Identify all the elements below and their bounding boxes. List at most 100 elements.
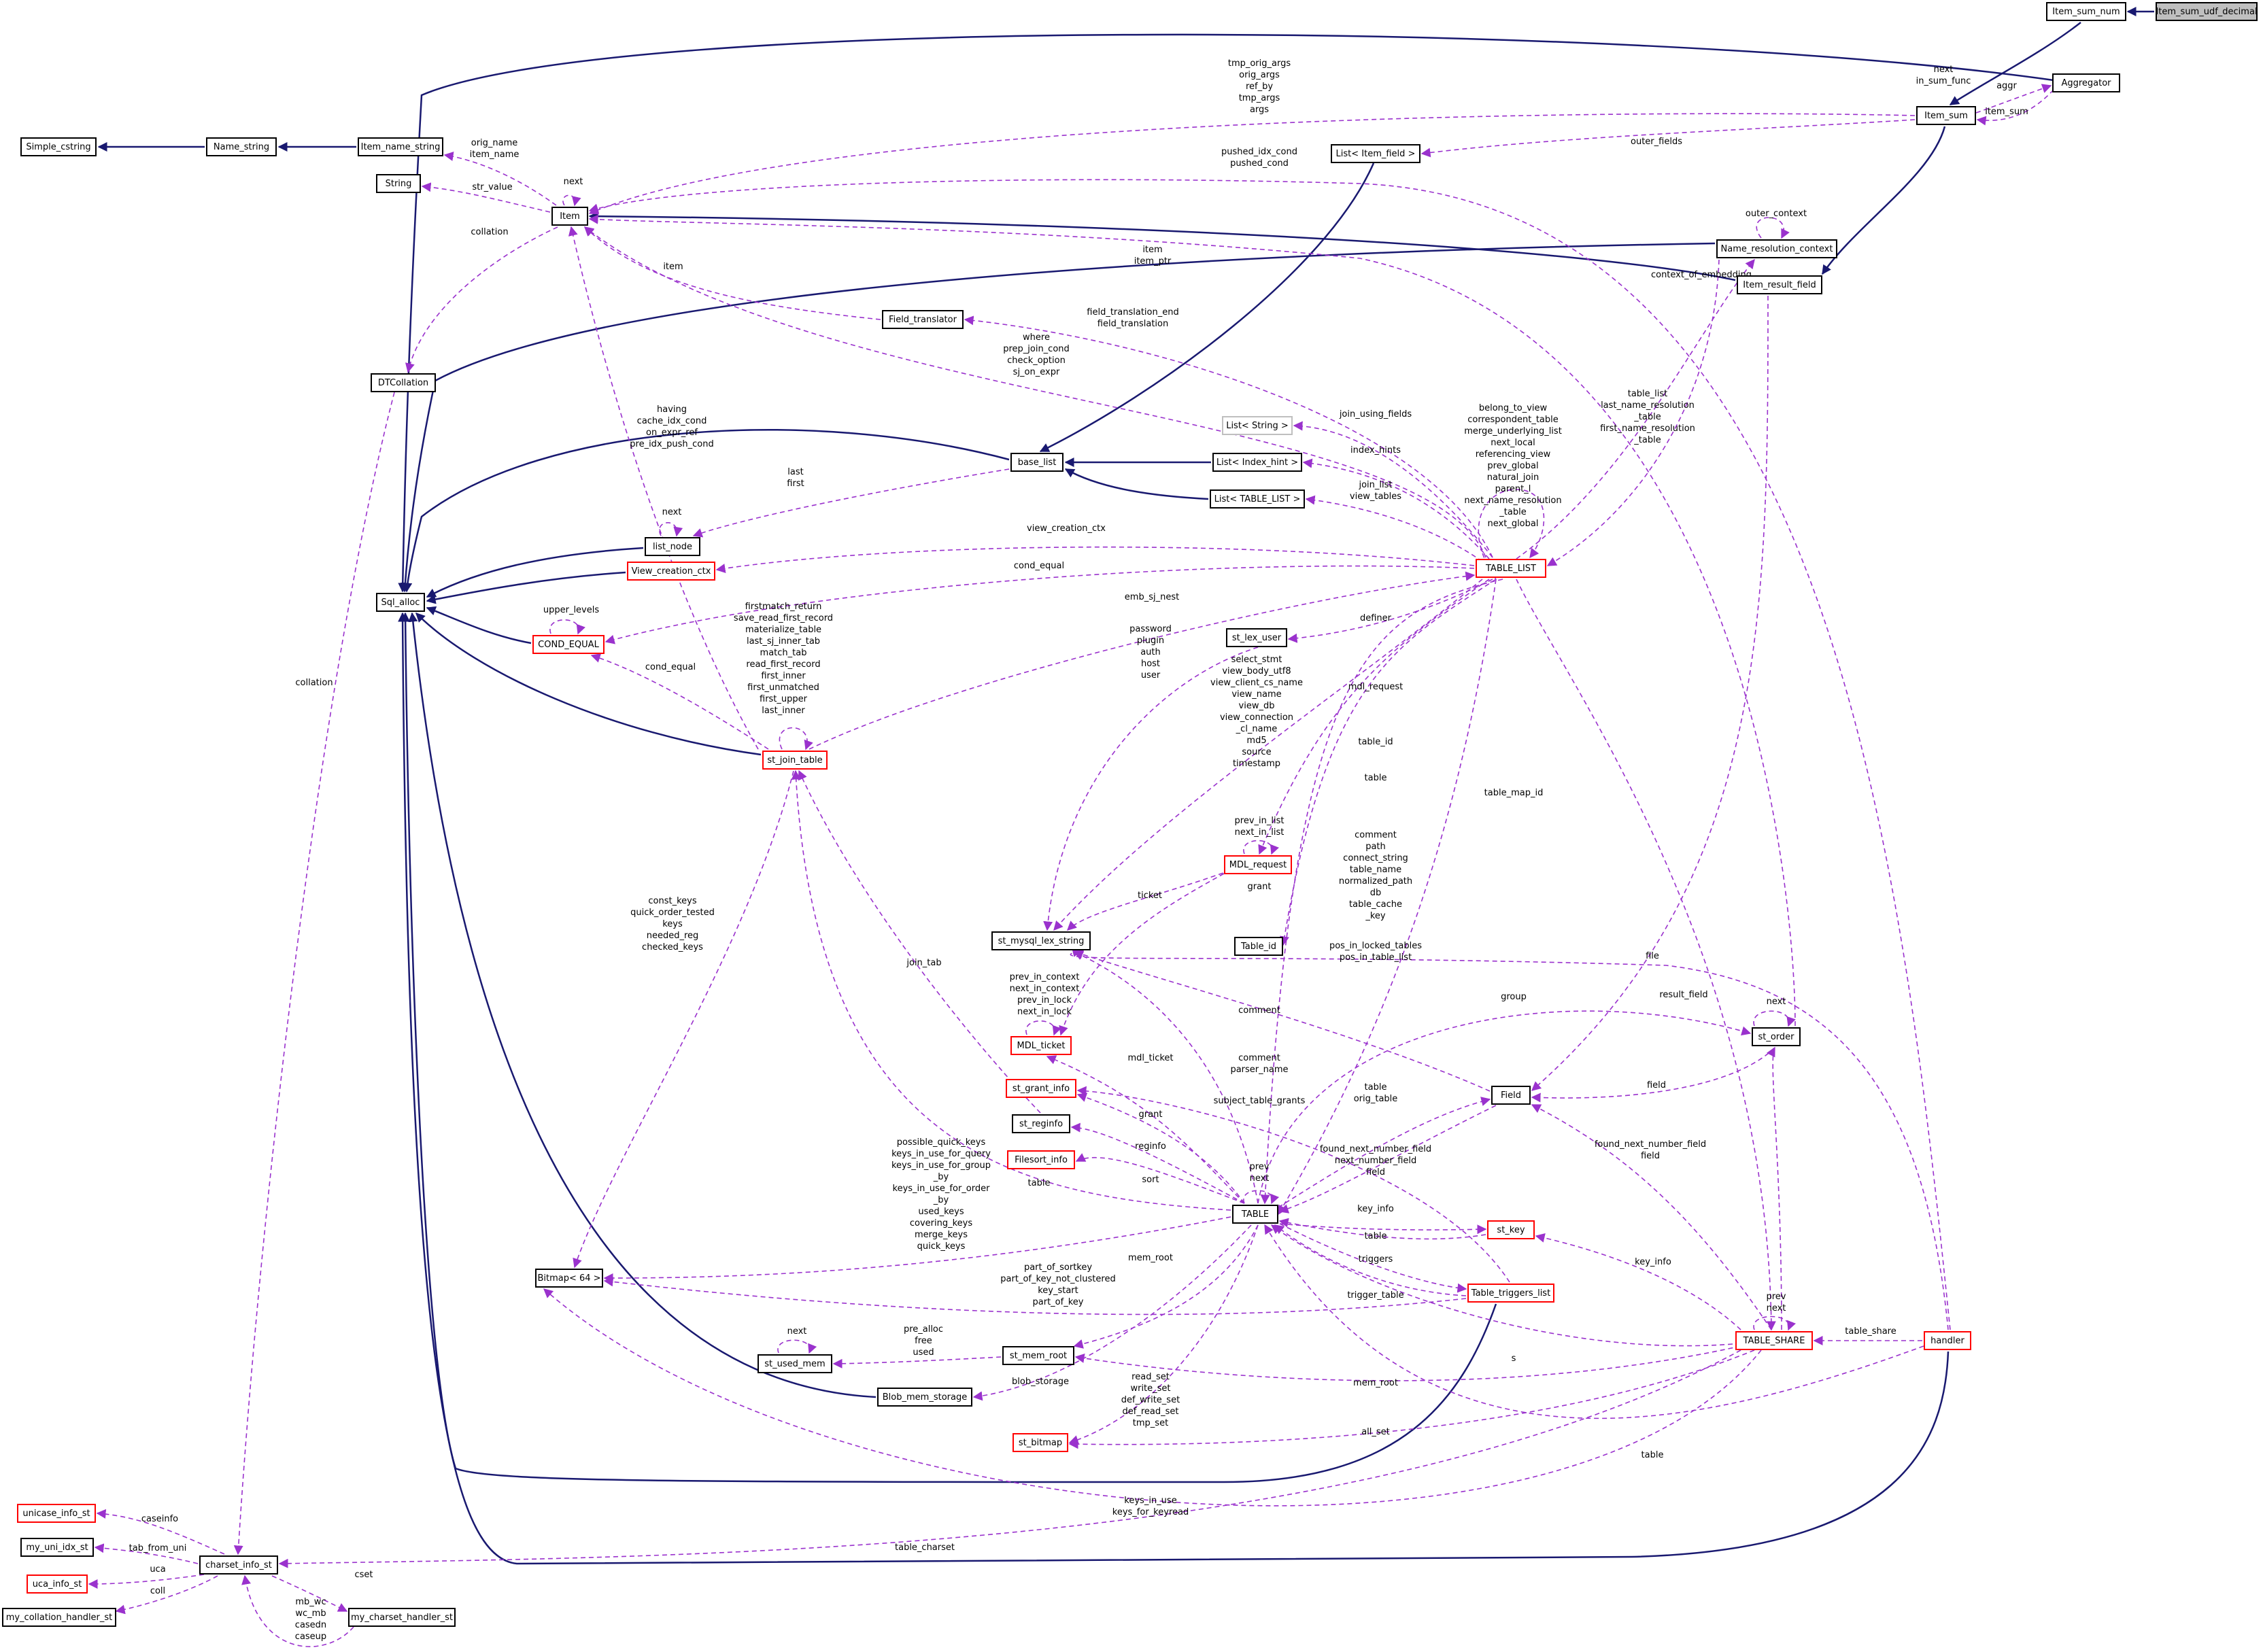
edge-label-mdl-req-self: next_in_list (1235, 827, 1284, 838)
edge-label-field-translation: field_translation_end (1087, 307, 1178, 317)
node-field[interactable]: Field (1491, 1086, 1531, 1105)
node-charset-info-st[interactable]: charset_info_st (199, 1555, 278, 1574)
node-table-triggers-list[interactable]: Table_triggers_list (1467, 1284, 1554, 1303)
node-st-mem-root[interactable]: st_mem_root (1002, 1346, 1074, 1365)
node-st-join-table[interactable]: st_join_table (762, 751, 828, 770)
edge-label-comment-block: table_cache (1349, 899, 1402, 910)
edge-item-next (562, 194, 581, 207)
node-base-list[interactable]: base_list (1010, 453, 1064, 472)
node-table-share[interactable]: TABLE_SHARE (1735, 1331, 1813, 1350)
edge-keys-in-use (543, 1288, 1762, 1507)
node-list-item-field[interactable]: List< Item_field > (1331, 144, 1420, 163)
node-item-sum[interactable]: Item_sum (1916, 106, 1976, 125)
node-name-string[interactable]: Name_string (206, 137, 277, 156)
node-table-list[interactable]: TABLE_LIST (1476, 559, 1546, 578)
edge-label-const-keys: keys (662, 919, 683, 929)
edge-inherit-base-list-to-sql-alloc (403, 429, 1010, 593)
edge-last-first (692, 468, 1010, 538)
edge-comment-field (1073, 950, 1491, 1092)
node-my-collation-handler-st[interactable]: my_collation_handler_st (2, 1608, 116, 1627)
edge-table-charset (278, 1349, 1741, 1568)
edge-label-select-stmt: _cl_name (1236, 724, 1278, 734)
edge-field-translation (964, 315, 1493, 558)
node-st-used-mem[interactable]: st_used_mem (758, 1354, 832, 1373)
node-field-translator[interactable]: Field_translator (882, 310, 964, 329)
edge-label-select-stmt: source (1242, 747, 1271, 757)
node-st-key[interactable]: st_key (1487, 1220, 1535, 1239)
edge-field-translator-item (583, 226, 881, 320)
edge-label-table-lbl2: table (1028, 1178, 1051, 1188)
edge-orig-name (443, 151, 557, 206)
node-list-table-list[interactable]: List< TABLE_LIST > (1210, 489, 1305, 509)
edge-label-table-lbl: table (1365, 773, 1387, 783)
edge-label-comment-block: connect_string (1343, 853, 1408, 863)
edge-join-list (1305, 495, 1483, 562)
node-handler[interactable]: handler (1924, 1331, 1971, 1350)
node-dtcollation[interactable]: DTCollation (371, 373, 436, 392)
node-name-resolution-context[interactable]: Name_resolution_context (1716, 239, 1837, 258)
node-list-node[interactable]: list_node (645, 537, 700, 556)
edge-label-item-sum-to-item: args (1250, 105, 1269, 115)
edge-label-subject-table-grants: subject_table_grants (1214, 1096, 1306, 1106)
node-st-bitmap[interactable]: st_bitmap (1013, 1433, 1068, 1452)
node-table-id[interactable]: Table_id (1234, 937, 1283, 956)
node-item-result-field[interactable]: Item_result_field (1737, 275, 1822, 294)
node-item-name-string[interactable]: Item_name_string (358, 137, 443, 156)
node-string[interactable]: String (376, 174, 421, 193)
edge-label-table-list-names: _table (1633, 435, 1661, 445)
edge-label-mem-root-share: mem_root (1353, 1378, 1398, 1388)
edge-label-keys-in-use: keys_in_use (1124, 1496, 1176, 1506)
node-my-uni-idx-st[interactable]: my_uni_idx_st (20, 1538, 94, 1557)
edge-item-ptr (588, 214, 1796, 1027)
node-mdl-ticket[interactable]: MDL_ticket (1010, 1036, 1072, 1055)
edge-where (583, 226, 1486, 558)
node-st-lex-user[interactable]: st_lex_user (1226, 628, 1287, 647)
node-sql-alloc[interactable]: Sql_alloc (376, 593, 425, 612)
node-item-sum-udf-decimal[interactable]: Item_sum_udf_decimal (2156, 2, 2258, 21)
edge-label-result-field: result_field (1659, 990, 1707, 1000)
node-my-charset-handler-st[interactable]: my_charset_handler_st (348, 1608, 456, 1627)
edge-label-mdl-request: mdl_request (1348, 682, 1403, 692)
node-list-string[interactable]: List< String > (1222, 416, 1293, 435)
node-unicase-info-st[interactable]: unicase_info_st (17, 1504, 96, 1523)
edge-label-comment-block: table_name (1350, 865, 1401, 875)
node-cond-equal[interactable]: COND_EQUAL (532, 635, 605, 654)
node-list-index-hint[interactable]: List< Index_hint > (1212, 453, 1302, 472)
node-view-creation-ctx[interactable]: View_creation_ctx (627, 562, 715, 581)
edge-const-keys (573, 770, 794, 1269)
edge-label-definer: definer (1360, 613, 1392, 623)
edge-table-orig-table (1278, 1105, 1497, 1214)
edge-mdl-req-self (1243, 840, 1280, 855)
node-st-grant-info[interactable]: st_grant_info (1006, 1079, 1076, 1098)
node-item-sum-num[interactable]: Item_sum_num (2046, 2, 2126, 21)
edge-label-read-set: read_set (1132, 1372, 1170, 1382)
edge-label-field-translation: field_translation (1098, 319, 1168, 329)
edge-aggr (1975, 84, 2052, 114)
node-table[interactable]: TABLE (1232, 1205, 1278, 1224)
edge-label-const-keys: checked_keys (642, 942, 703, 952)
edge-label-mb-wc: casedn (295, 1620, 326, 1630)
node-item[interactable]: Item (551, 207, 588, 226)
node-uca-info-st[interactable]: uca_info_st (27, 1574, 88, 1594)
node-blob-mem-storage[interactable]: Blob_mem_storage (877, 1388, 972, 1407)
edge-inherit-handler-to-sql-alloc (398, 612, 1950, 1565)
edge-table-handler (1264, 1224, 1924, 1419)
node-filesort-info[interactable]: Filesort_info (1007, 1150, 1075, 1169)
edge-inherit-name-resolution-context-to-sql-alloc (400, 242, 1716, 593)
edge-label-having: having (657, 405, 687, 415)
node-st-reginfo[interactable]: st_reginfo (1012, 1114, 1070, 1133)
node-aggregator[interactable]: Aggregator (2052, 73, 2120, 92)
edge-label-collation-cs: collation (295, 678, 333, 688)
edge-label-table-list-names: table_list (1628, 389, 1668, 399)
edge-label-outer-context: outer_context (1746, 209, 1807, 219)
node-simple-cstring[interactable]: Simple_cstring (20, 137, 97, 156)
edge-label-table-list-names: first_name_resolution (1600, 424, 1695, 434)
node-mdl-request[interactable]: MDL_request (1224, 855, 1292, 874)
edge-label-password: plugin (1137, 636, 1164, 646)
node-st-order[interactable]: st_order (1752, 1027, 1801, 1046)
node-st-mysql-lex-string[interactable]: st_mysql_lex_string (991, 931, 1091, 950)
edge-label-field-lbl: field (1647, 1080, 1666, 1090)
node-bitmap-64[interactable]: Bitmap< 64 > (535, 1269, 603, 1288)
edge-label-join-table-self: save_read_first_record (734, 613, 833, 623)
edge-key-info (1279, 1223, 1487, 1235)
